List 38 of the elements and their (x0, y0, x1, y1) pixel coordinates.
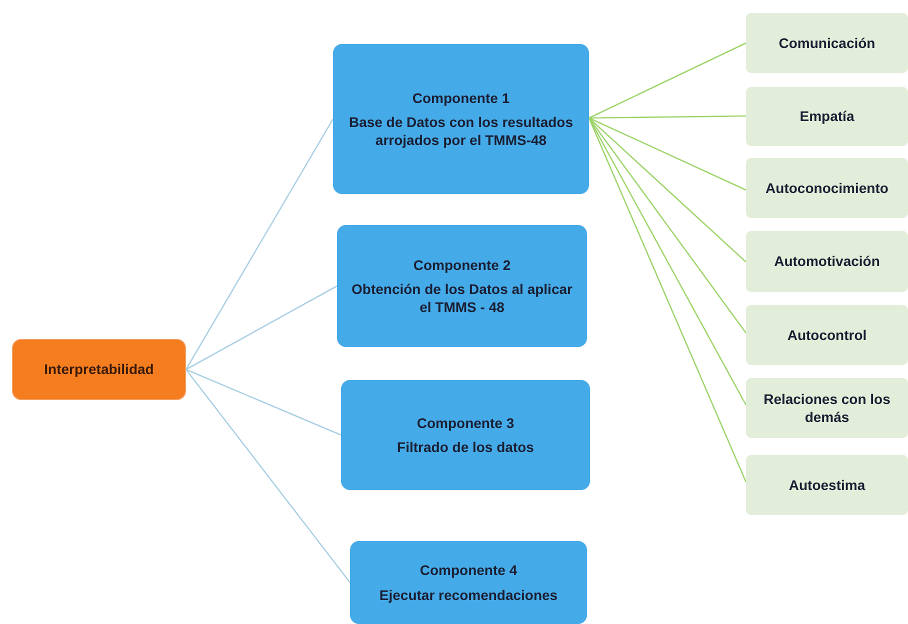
box-text: Ejecutar recomendaciones (379, 586, 558, 604)
box-text: Interpretabilidad (44, 360, 154, 379)
connector-line (186, 368, 342, 436)
box-text: Automotivación (774, 252, 880, 271)
component-box (337, 225, 587, 347)
connector-line (185, 369, 351, 583)
box-text: Autoconocimiento (766, 178, 888, 198)
box-text: Empatía (800, 107, 854, 126)
dimension-box (746, 231, 908, 292)
component-box (350, 541, 587, 624)
dimension-box (746, 455, 908, 515)
dimension-box (746, 87, 908, 146)
component-box (333, 44, 589, 194)
box-text: Relaciones con los demás (762, 390, 892, 426)
box-text: Base de Datos con los resultados arrojados por el TMMS-48 (348, 112, 574, 150)
box-heading: Componente 3 (416, 414, 514, 432)
dimension-box (746, 13, 908, 73)
box-text: Autoestima (788, 476, 866, 494)
connector-line (588, 117, 746, 191)
box-heading: Componente 2 (413, 256, 511, 274)
box-text: Comunicación (778, 34, 876, 52)
component-box (341, 380, 590, 490)
dimension-box (746, 158, 908, 218)
topic-box (12, 339, 186, 400)
connector-line (588, 42, 746, 119)
box-heading: Componente 4 (420, 561, 518, 580)
connector-line (589, 115, 746, 119)
connector-line (588, 118, 746, 262)
box-text: Obtención de los Datos al aplicar el TMMS - 48 (350, 280, 574, 316)
connector-line (185, 118, 334, 370)
box-heading: Componente 1 (412, 88, 510, 107)
connector-line (588, 118, 747, 482)
connector-line (588, 118, 747, 334)
box-text: Autocontrol (787, 326, 867, 344)
dimension-box (746, 378, 908, 438)
connector-line (186, 285, 338, 370)
box-text: Filtrado de los datos (397, 438, 534, 456)
dimension-box (746, 305, 908, 365)
